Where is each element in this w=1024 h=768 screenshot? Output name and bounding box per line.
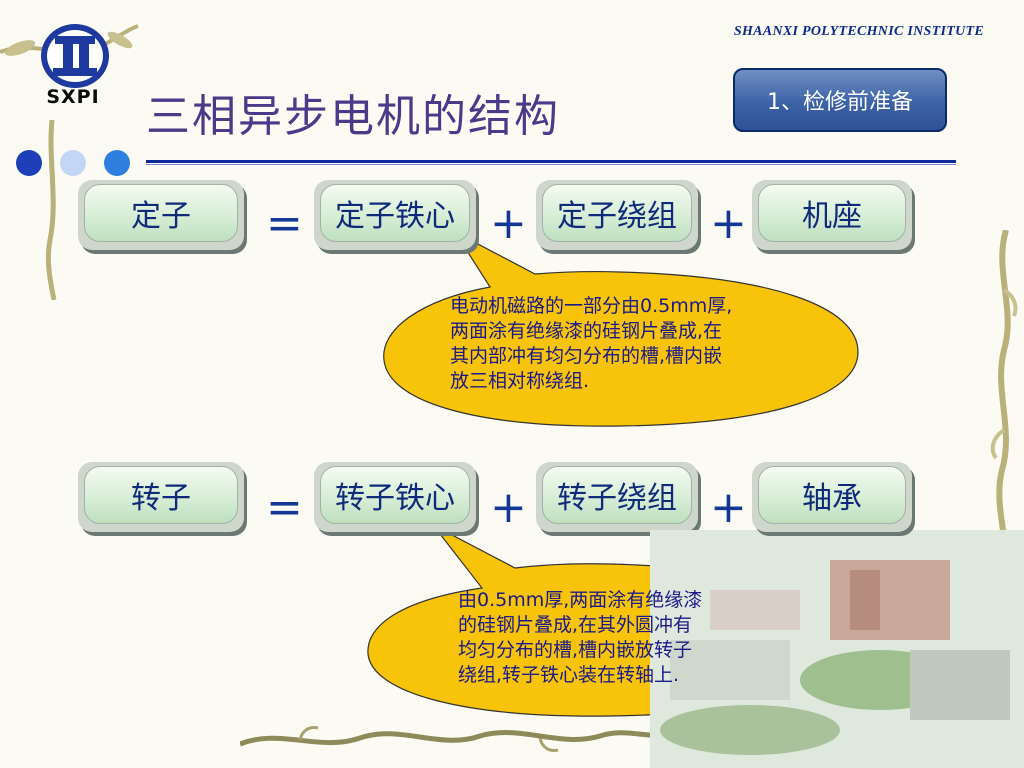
stator-plus-1: + [490, 198, 527, 249]
frame-box: 机座 [752, 180, 912, 250]
rotor-box: 转子 [78, 462, 244, 532]
stator-label: 定子 [84, 184, 238, 242]
stator-equals: = [266, 198, 303, 249]
rotor-equals: = [266, 482, 303, 533]
rotor-core-label: 转子铁心 [320, 466, 470, 524]
slide-title: 三相异步电机的结构 [146, 91, 560, 142]
rotor-note-line: 的硅钢片叠成,在其外圆冲有 [458, 614, 693, 636]
rotor-note-line: 均匀分布的槽,槽内嵌放转子 [458, 639, 693, 661]
rotor-note-line: 由0.5mm厚,两面涂有绝缘漆 [458, 589, 703, 611]
bearing-box: 轴承 [752, 462, 912, 532]
stator-core-box: 定子铁心 [314, 180, 476, 250]
title-divider-thin [146, 164, 956, 165]
rotor-winding-label: 转子绕组 [542, 466, 692, 524]
stator-note-line: 放三相对称绕组. [450, 370, 590, 392]
rotor-note-line: 绕组,转子铁心装在转轴上. [458, 664, 680, 686]
logo-text: SXPI [46, 86, 100, 108]
title-divider [146, 160, 956, 163]
sxpi-logo-icon [41, 24, 109, 88]
rotor-plus-1: + [490, 482, 527, 533]
stator-note-line: 其内部冲有均匀分布的槽,槽内嵌 [450, 345, 723, 367]
dot-dark [16, 150, 42, 176]
stator-note-line: 电动机磁路的一部分由0.5mm厚, [450, 295, 733, 317]
campus-photo-image [650, 530, 1024, 768]
rotor-winding-box: 转子绕组 [536, 462, 698, 532]
stator-callout-text: 电动机磁路的一部分由0.5mm厚, 两面涂有绝缘漆的硅钢片叠成,在 其内部冲有均… [450, 294, 830, 394]
rotor-label: 转子 [84, 466, 238, 524]
dot-light [60, 150, 86, 176]
rotor-core-box: 转子铁心 [314, 462, 476, 532]
stator-core-label: 定子铁心 [320, 184, 470, 242]
campus-photo [650, 530, 1024, 768]
institute-name: SHAANXI POLYTECHNIC INSTITUTE [733, 24, 984, 39]
dot-medium [104, 150, 130, 176]
frame-label: 机座 [758, 184, 906, 242]
stator-note-line: 两面涂有绝缘漆的硅钢片叠成,在 [450, 320, 723, 342]
bearing-label: 轴承 [758, 466, 906, 524]
stator-winding-label: 定子绕组 [542, 184, 692, 242]
section-badge-button[interactable]: 1、检修前准备 [733, 68, 947, 132]
stator-box: 定子 [78, 180, 244, 250]
stator-winding-box: 定子绕组 [536, 180, 698, 250]
rotor-callout-text: 由0.5mm厚,两面涂有绝缘漆 的硅钢片叠成,在其外圆冲有 均匀分布的槽,槽内嵌… [458, 588, 798, 688]
vine-decoration-bottom [240, 726, 660, 752]
stator-plus-2: + [710, 198, 747, 249]
stator-callout-bubble [383, 230, 859, 427]
rotor-plus-2: + [710, 482, 747, 533]
